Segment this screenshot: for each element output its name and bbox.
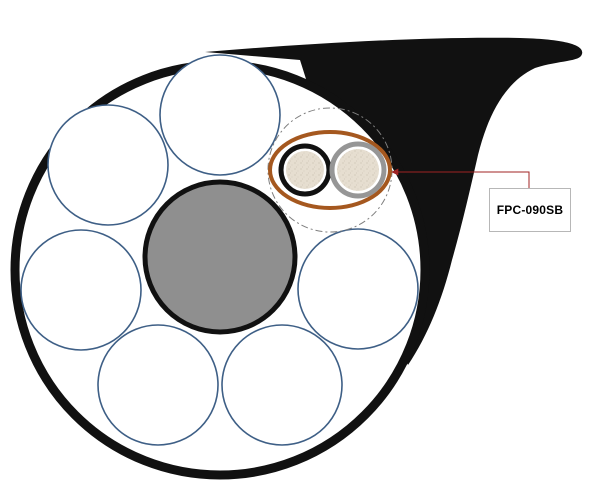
- strand-lower-right: [221, 324, 343, 446]
- callout-label: FPC-090SB: [496, 203, 564, 217]
- outer-strands: [20, 54, 419, 446]
- fiber-right-core: [337, 149, 379, 191]
- callout-leader-line: [391, 168, 530, 188]
- strand-upper-left: [47, 104, 169, 226]
- strand-lower-left: [97, 324, 219, 446]
- center-core: [142, 179, 298, 335]
- strand-top: [159, 54, 281, 176]
- callout-box: FPC-090SB: [489, 188, 571, 232]
- fiber-left-core: [286, 151, 324, 189]
- strand-right: [297, 228, 419, 350]
- strand-left: [20, 229, 142, 351]
